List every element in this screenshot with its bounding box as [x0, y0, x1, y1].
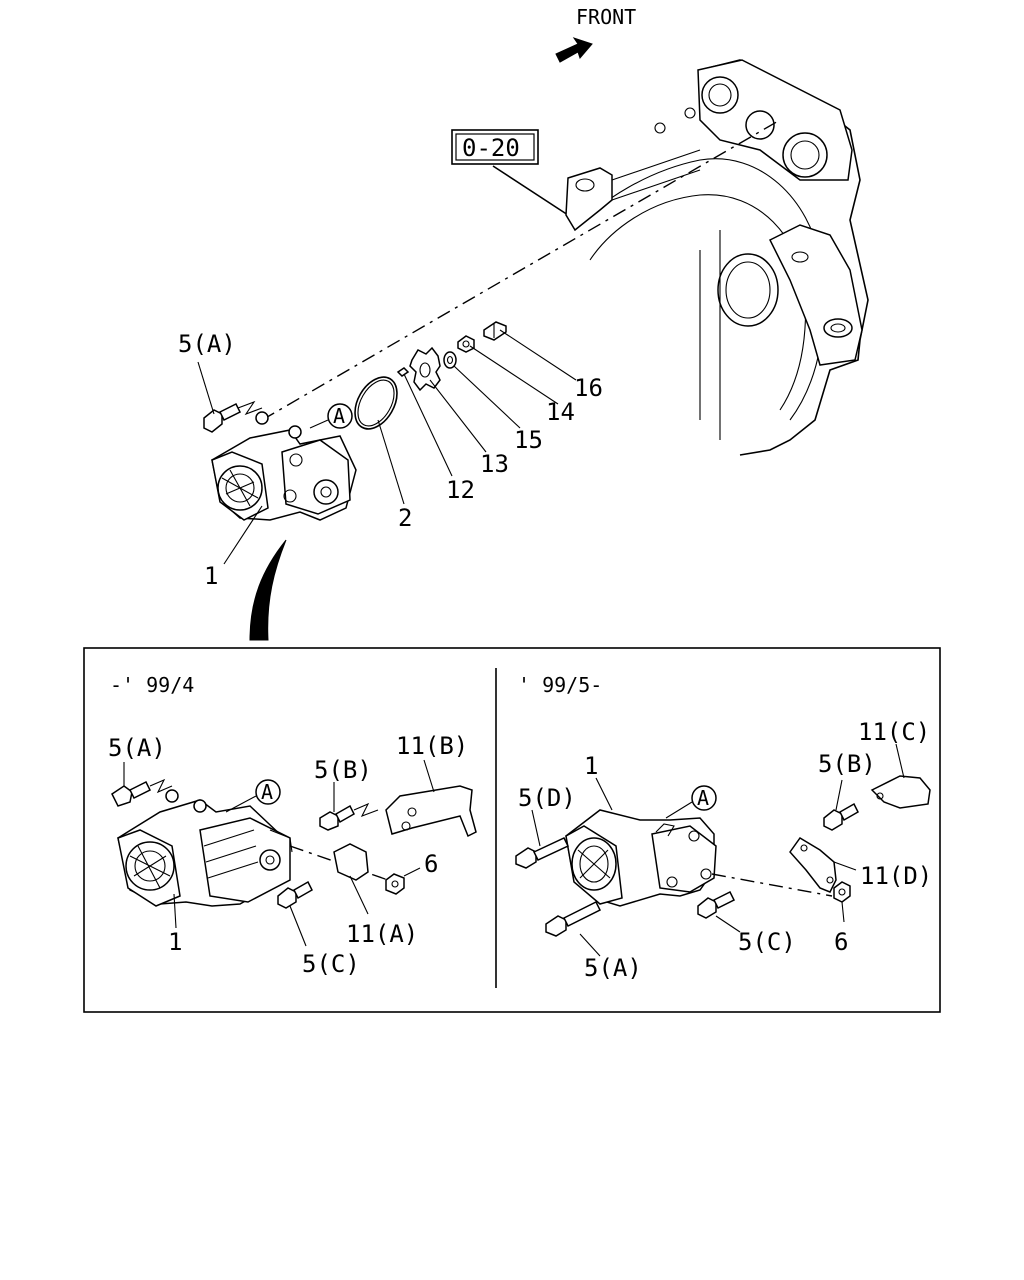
leader-15 — [453, 365, 521, 429]
left-label-6: 6 — [424, 850, 438, 878]
detail-pointer — [249, 539, 287, 641]
label-2: 2 — [398, 504, 412, 532]
leader-2 — [377, 419, 405, 505]
left-panel: -' 99/4 5(A) 1 A 5(B) — [108, 673, 477, 978]
left-label-1: 1 — [168, 928, 182, 956]
reference-box-label: 0-20 — [462, 134, 520, 162]
right-label-5b: 5(B) — [818, 750, 876, 778]
leader-14 — [469, 345, 559, 405]
right-label-5c: 5(C) — [738, 928, 796, 956]
part-5a-bolt — [203, 400, 263, 433]
part-12-key — [396, 367, 410, 377]
right-ref-circle: A — [697, 786, 709, 810]
left-ref-circle: A — [261, 780, 273, 804]
front-arrow-icon — [555, 37, 593, 63]
part-16-bolt — [483, 321, 507, 341]
left-label-5b: 5(B) — [314, 756, 372, 784]
leader-5a — [197, 361, 215, 415]
reference-box[interactable]: 0-20 — [451, 129, 539, 165]
label-14: 14 — [546, 398, 575, 426]
flywheel-housing — [565, 59, 869, 456]
label-15: 15 — [514, 426, 543, 454]
svg-text:A: A — [333, 404, 345, 428]
part-14-nut — [457, 335, 475, 353]
label-13: 13 — [480, 450, 509, 478]
right-label-1: 1 — [584, 752, 598, 780]
assembly-centerline — [261, 119, 781, 421]
label-16: 16 — [574, 374, 603, 402]
front-label: FRONT — [576, 5, 636, 29]
right-label-11d: 11(D) — [860, 862, 932, 890]
right-panel: ' 99/5- 1 A 5(D) 5(A) 5(C) — [515, 673, 932, 982]
detail-panel — [83, 647, 941, 1013]
part-1-pump — [211, 411, 357, 521]
front-indicator: FRONT — [555, 5, 636, 63]
leader-16 — [499, 329, 577, 381]
leader-13 — [429, 379, 487, 453]
left-label-11b: 11(B) — [396, 732, 468, 760]
label-12: 12 — [446, 476, 475, 504]
leader-12 — [403, 373, 453, 477]
left-period: -' 99/4 — [110, 673, 194, 697]
part-2-oring — [354, 376, 398, 430]
right-label-5a: 5(A) — [584, 954, 642, 982]
part-13-gear — [409, 346, 441, 392]
left-label-5c: 5(C) — [302, 950, 360, 978]
label-5a: 5(A) — [178, 330, 236, 358]
ref-circle-a-main: A — [309, 403, 353, 429]
part-15-washer — [443, 351, 457, 369]
reference-leader — [492, 165, 569, 216]
left-label-5a: 5(A) — [108, 734, 166, 762]
right-period: ' 99/5- — [518, 673, 602, 697]
right-label-5d: 5(D) — [518, 784, 576, 812]
right-label-11c: 11(C) — [858, 718, 930, 746]
label-1: 1 — [204, 562, 218, 590]
right-label-6: 6 — [834, 928, 848, 956]
leader-1 — [223, 505, 263, 565]
left-label-11a: 11(A) — [346, 920, 418, 948]
